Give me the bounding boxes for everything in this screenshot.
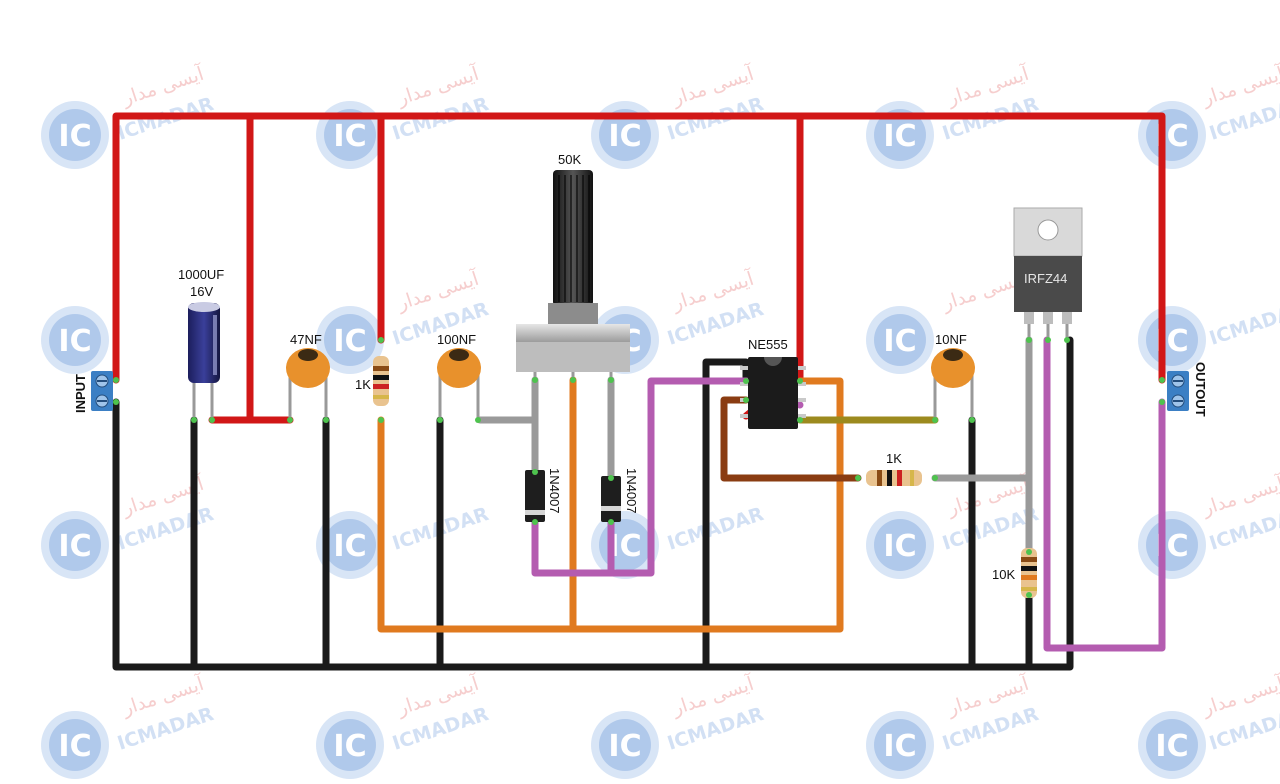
watermark-farsi: آیسی مدار [1198, 671, 1280, 720]
ne555-label: NE555 [748, 337, 788, 352]
potentiometer-label: 50K [558, 152, 581, 167]
resistor-10k [1021, 548, 1037, 598]
watermark-logo: IC [316, 306, 384, 374]
gray-cap-wire [476, 416, 539, 476]
ne555-timer-ic [740, 357, 806, 429]
watermark-latin: ICMADAR [665, 503, 767, 555]
ceramic-capacitor-100nf [437, 348, 481, 420]
diode-left [525, 470, 545, 522]
purple-output-wire [1043, 336, 1166, 652]
watermark-logo: IC [316, 511, 384, 579]
watermark-logo: IC [866, 511, 934, 579]
mosfet-label: IRFZ44 [1024, 271, 1067, 286]
joint-markers [113, 337, 1165, 598]
svg-text:IC: IC [608, 729, 641, 764]
ceramic-capacitor-10nf [931, 348, 975, 420]
watermark-farsi: آیسی مدار [1198, 61, 1280, 110]
irfz44-mosfet [1013, 207, 1083, 342]
input-label: INPUT [73, 374, 88, 413]
ground-ic-wire [702, 358, 750, 671]
ground-rail-wire [112, 336, 1074, 671]
watermark-farsi: آیسی مدار [1198, 471, 1280, 520]
watermark-logo: IC [866, 306, 934, 374]
orange-wire [377, 377, 844, 633]
svg-text:IC: IC [333, 729, 366, 764]
ceramic-capacitor-47nf [286, 348, 330, 420]
resistor-1k-gate [866, 470, 922, 486]
watermark-logo: IC [316, 101, 384, 169]
svg-text:IC: IC [333, 324, 366, 359]
capacitor-10nf-label: 10NF [935, 332, 967, 347]
resistor-10k-label: 10K [992, 567, 1015, 582]
svg-text:IC: IC [608, 119, 641, 154]
watermark-latin: ICMADAR [1207, 298, 1280, 350]
svg-text:IC: IC [58, 324, 91, 359]
watermark-logo: IC [316, 711, 384, 779]
svg-text:IC: IC [1155, 729, 1188, 764]
watermark-logo: IC [41, 101, 109, 169]
diode-right-label: 1N4007 [624, 468, 639, 514]
brown-wire [720, 396, 862, 482]
svg-text:IC: IC [333, 529, 366, 564]
output-label: OUTOUT [1193, 362, 1208, 417]
resistor-1k [373, 356, 389, 406]
electrolytic-capacitor [188, 302, 220, 420]
capacitor-100nf-label: 100NF [437, 332, 476, 347]
watermark-logo: IC [591, 101, 659, 169]
resistor-1k-label: 1K [355, 377, 371, 392]
watermark-logo: IC [41, 711, 109, 779]
watermark-logo: IC [41, 306, 109, 374]
watermark-logo: IC [1138, 711, 1206, 779]
output-terminal-block [1167, 371, 1189, 411]
watermark-logo: IC [1138, 101, 1206, 169]
diode-right [601, 476, 621, 522]
capacitor-voltage-label: 16V [190, 284, 213, 299]
diode-left-label: 1N4007 [547, 468, 562, 514]
purple-diode-wire [531, 377, 750, 577]
watermark-farsi: آیسی مدار [938, 266, 1027, 315]
svg-text:IC: IC [883, 529, 916, 564]
watermark-logo: IC [866, 711, 934, 779]
resistor-1k-gate-label: 1K [886, 451, 902, 466]
input-terminal-block [91, 371, 113, 411]
watermark-logo: IC [41, 511, 109, 579]
capacitor-47nf-label: 47NF [290, 332, 322, 347]
svg-text:IC: IC [883, 324, 916, 359]
power-rail-wire [112, 112, 1166, 384]
watermark-logo: IC [866, 101, 934, 169]
watermark-logo: IC [591, 711, 659, 779]
svg-text:IC: IC [58, 119, 91, 154]
svg-text:IC: IC [58, 529, 91, 564]
svg-text:IC: IC [333, 119, 366, 154]
capacitor-value-label: 1000UF [178, 267, 224, 282]
svg-text:IC: IC [883, 729, 916, 764]
svg-text:IC: IC [58, 729, 91, 764]
potentiometer [516, 170, 630, 382]
svg-text:IC: IC [883, 119, 916, 154]
watermark-logo: IC [1138, 511, 1206, 579]
